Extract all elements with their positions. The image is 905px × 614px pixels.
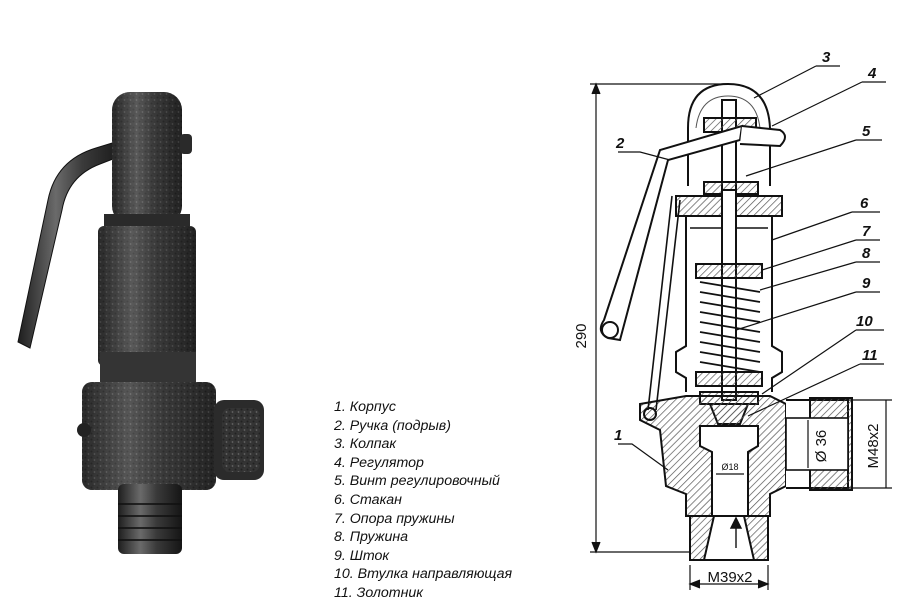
legend-item: 4. Регулятор: [334, 454, 424, 471]
callout-7: 7: [862, 223, 871, 240]
part-spring-support: [695, 263, 763, 279]
callout-10: 10: [856, 313, 873, 330]
photo-inlet-thread: [118, 484, 182, 554]
callout-8: 8: [862, 245, 871, 262]
dim-outlet-bore: Ø 36: [813, 430, 830, 463]
legend-item: 9. Шток: [334, 547, 390, 564]
callout-4: 4: [867, 65, 877, 82]
dim-inlet-thread: M39x2: [707, 569, 752, 586]
dimension-lines: [590, 82, 892, 590]
legend-item: 11. Золотник: [334, 584, 424, 601]
callout-5: 5: [862, 123, 871, 140]
callout-leaders: [618, 65, 886, 471]
legend-item: 2. Ручка (подрыв): [334, 417, 451, 434]
callout-11: 11: [862, 347, 878, 364]
part-spring: [699, 281, 761, 373]
part-cup: [675, 216, 783, 392]
callout-2: 2: [615, 135, 625, 152]
flow-arrow: [729, 516, 743, 548]
legend-item: 3. Колпак: [334, 436, 397, 453]
dim-inlet-bore: Ø18: [721, 462, 738, 472]
valve-cross-section: [599, 82, 853, 561]
dim-height: 290: [573, 323, 590, 348]
callout-1: 1: [614, 427, 622, 444]
parts-legend: 1. Корпус 2. Ручка (подрыв) 3. Колпак 4.…: [334, 398, 512, 603]
valve-photo: [17, 92, 264, 554]
legend-item: 8. Пружина: [334, 529, 409, 546]
part-lever: [599, 124, 744, 342]
callout-3: 3: [822, 49, 831, 66]
callout-9: 9: [862, 275, 871, 292]
dim-outlet-thread: M48x2: [865, 423, 882, 468]
legend-item: 6. Стакан: [334, 491, 402, 508]
legend-item: 5. Винт регулировочный: [334, 473, 500, 490]
legend-item: 1. Корпус: [334, 399, 396, 415]
legend-item: 7. Опора пружины: [334, 510, 455, 527]
legend-item: 10. Втулка направляющая: [334, 566, 513, 583]
callout-6: 6: [860, 195, 869, 212]
